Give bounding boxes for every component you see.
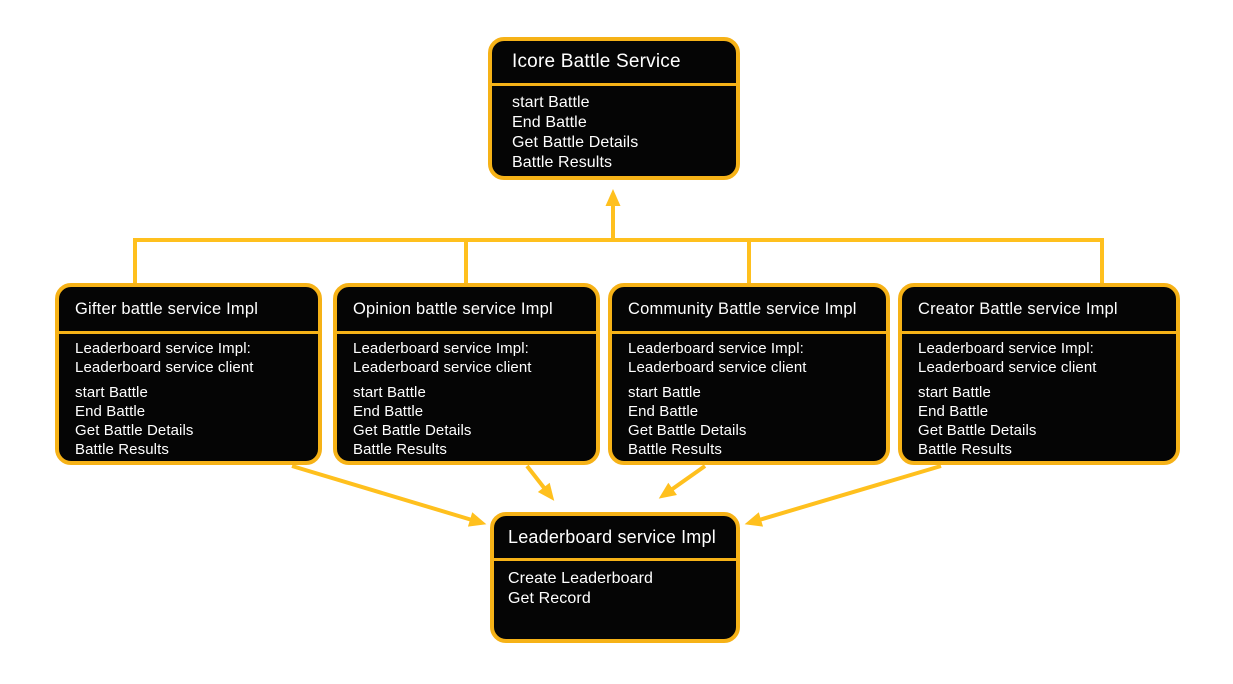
method-item: End Battle	[512, 114, 587, 131]
attribute-item: Leaderboard service Impl:	[628, 340, 804, 357]
method-item: Battle Results	[918, 441, 1012, 458]
method-item: End Battle	[75, 403, 146, 420]
attribute-item: Leaderboard service client	[353, 358, 532, 376]
node-community-battle-service-impl: Community Battle service Impl Leaderboar…	[608, 283, 890, 465]
arrow-creator-to-leaderboard	[744, 464, 942, 527]
node-body: Leaderboard service Impl: Leaderboard se…	[612, 334, 886, 465]
method-item: End Battle	[918, 403, 989, 420]
method-item: Battle Results	[75, 441, 169, 458]
method-item: start Battle	[918, 384, 991, 401]
method-item: start Battle	[75, 384, 148, 401]
node-methods: Create Leaderboard Get Record	[494, 561, 736, 617]
node-body: Leaderboard service Impl: Leaderboard se…	[59, 334, 318, 465]
arrow-community-to-leaderboard	[658, 464, 707, 499]
node-attributes: Leaderboard service Impl: Leaderboard se…	[75, 340, 302, 377]
method-item: Get Battle Details	[353, 422, 472, 439]
method-item: Battle Results	[353, 441, 447, 458]
node-methods: start Battle End Battle Get Battle Detai…	[918, 383, 1160, 459]
method-item: Battle Results	[628, 441, 722, 458]
node-creator-battle-service-impl: Creator Battle service Impl Leaderboard …	[898, 283, 1180, 465]
node-title: Gifter battle service Impl	[59, 287, 318, 334]
method-item: Battle Results	[512, 154, 613, 171]
inheritance-bracket	[133, 189, 1104, 288]
method-item: End Battle	[353, 403, 424, 420]
node-title: Icore Battle Service	[492, 41, 736, 86]
node-gifter-battle-service-impl: Gifter battle service Impl Leaderboard s…	[55, 283, 322, 465]
attribute-item: Leaderboard service client	[918, 358, 1097, 376]
method-item: start Battle	[353, 384, 426, 401]
node-attributes: Leaderboard service Impl: Leaderboard se…	[353, 340, 580, 377]
node-leaderboard-service-impl: Leaderboard service Impl Create Leaderbo…	[490, 512, 740, 643]
method-item: End Battle	[628, 403, 699, 420]
attribute-item: Leaderboard service client	[628, 358, 807, 376]
node-body: Leaderboard service Impl: Leaderboard se…	[337, 334, 596, 465]
attribute-item: Leaderboard service Impl:	[75, 340, 251, 357]
method-item: start Battle	[512, 94, 590, 111]
method-item: Get Battle Details	[918, 422, 1037, 439]
node-title: Creator Battle service Impl	[902, 287, 1176, 334]
method-item: Get Record	[508, 590, 591, 607]
node-attributes: Leaderboard service Impl: Leaderboard se…	[918, 340, 1160, 377]
node-methods: start Battle End Battle Get Battle Detai…	[492, 86, 736, 180]
node-title: Opinion battle service Impl	[337, 287, 596, 334]
node-icore-battle-service: Icore Battle Service start Battle End Ba…	[488, 37, 740, 180]
node-title: Community Battle service Impl	[612, 287, 886, 334]
node-title: Leaderboard service Impl	[494, 516, 736, 561]
method-item: Create Leaderboard	[508, 570, 654, 587]
arrow-gifter-to-leaderboard	[291, 464, 487, 527]
node-attributes: Leaderboard service Impl: Leaderboard se…	[628, 340, 870, 377]
node-opinion-battle-service-impl: Opinion battle service Impl Leaderboard …	[333, 283, 600, 465]
node-body: Leaderboard service Impl: Leaderboard se…	[902, 334, 1176, 465]
node-methods: start Battle End Battle Get Battle Detai…	[75, 383, 302, 459]
node-methods: start Battle End Battle Get Battle Detai…	[353, 383, 580, 459]
method-item: Get Battle Details	[628, 422, 747, 439]
node-methods: start Battle End Battle Get Battle Detai…	[628, 383, 870, 459]
method-item: Get Battle Details	[512, 134, 639, 151]
attribute-item: Leaderboard service client	[75, 358, 254, 376]
dependency-arrows	[291, 464, 942, 527]
method-item: Get Battle Details	[75, 422, 194, 439]
attribute-item: Leaderboard service Impl:	[918, 340, 1094, 357]
method-item: start Battle	[628, 384, 701, 401]
attribute-item: Leaderboard service Impl:	[353, 340, 529, 357]
arrow-opinion-to-leaderboard	[525, 464, 555, 501]
